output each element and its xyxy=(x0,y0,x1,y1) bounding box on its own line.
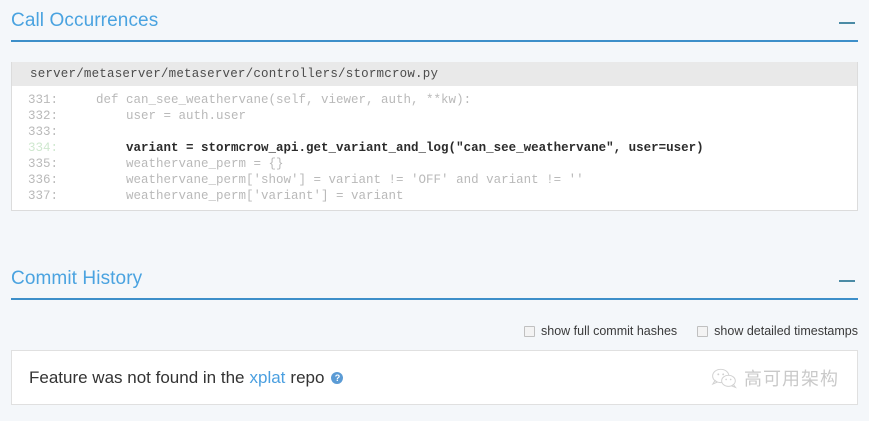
collapse-toggle-commit-history[interactable] xyxy=(839,277,857,291)
code-line-number: 335: xyxy=(27,157,58,171)
code-line-text: weathervane_perm = {} xyxy=(66,157,284,171)
code-line-number: 336: xyxy=(27,173,58,187)
watermark-text: 高可用架构 xyxy=(744,368,839,390)
not-found-message-box: Feature was not found in the xplat repo … xyxy=(11,350,858,405)
commit-history-options: show full commit hashes show detailed ti… xyxy=(524,324,858,338)
code-line-number: 331: xyxy=(27,93,58,107)
section-title-commit-history: Commit History xyxy=(11,268,143,289)
code-line-row: 337: weathervane_perm['variant'] = varia… xyxy=(12,188,857,204)
code-line-row: 333: xyxy=(12,124,857,140)
wechat-logo-icon xyxy=(711,368,737,389)
code-line-row: 332: user = auth.user xyxy=(12,108,857,124)
checkbox-label-show-detailed-timestamps[interactable]: show detailed timestamps xyxy=(714,324,858,338)
code-line-number: 332: xyxy=(27,109,58,123)
checkbox-label-show-full-commit-hashes[interactable]: show full commit hashes xyxy=(541,324,678,338)
code-line-number: 334: xyxy=(27,141,58,155)
page-title: Call Occurrences xyxy=(11,10,159,31)
code-line-text xyxy=(66,124,857,140)
code-panel: server/metaserver/metaserver/controllers… xyxy=(11,62,858,211)
code-line-row: 335: weathervane_perm = {} xyxy=(12,156,857,172)
code-file-path: server/metaserver/metaserver/controllers… xyxy=(12,62,857,86)
code-line-text: weathervane_perm['show'] = variant != 'O… xyxy=(66,173,584,187)
code-line-text: weathervane_perm['variant'] = variant xyxy=(66,189,404,203)
code-line-number: 337: xyxy=(27,189,58,203)
checkbox-show-detailed-timestamps[interactable] xyxy=(697,325,709,337)
code-line-list[interactable]: 331: def can_see_weathervane(self, viewe… xyxy=(12,86,857,210)
repo-link-xplat[interactable]: xplat xyxy=(249,367,286,387)
option-show-detailed-timestamps[interactable]: show detailed timestamps xyxy=(697,324,858,338)
code-line-text: user = auth.user xyxy=(66,109,247,123)
not-found-prefix-text: Feature was not found in the xyxy=(29,367,245,387)
collapse-toggle-call-occurrences[interactable] xyxy=(839,19,857,33)
not-found-suffix-text: repo xyxy=(290,367,325,387)
code-line-row: 331: def can_see_weathervane(self, viewe… xyxy=(12,92,857,108)
section-header-call-occurrences: Call Occurrences xyxy=(11,8,858,42)
code-line-row-highlighted: 334: variant = stormcrow_api.get_variant… xyxy=(12,140,857,156)
code-line-text: variant = stormcrow_api.get_variant_and_… xyxy=(66,141,704,155)
minus-icon xyxy=(839,280,855,282)
minus-icon xyxy=(839,22,855,24)
question-mark-icon[interactable]: ? xyxy=(331,371,344,384)
option-show-full-commit-hashes[interactable]: show full commit hashes xyxy=(524,324,677,338)
code-line-number: 333: xyxy=(27,125,58,139)
watermark: 高可用架构 xyxy=(711,365,839,391)
checkbox-show-full-commit-hashes[interactable] xyxy=(524,325,535,337)
code-line-row: 336: weathervane_perm['show'] = variant … xyxy=(12,172,857,188)
code-line-text: def can_see_weathervane(self, viewer, au… xyxy=(66,93,472,107)
section-header-commit-history: Commit History xyxy=(11,266,858,300)
not-found-message: Feature was not found in the xplat repo … xyxy=(29,367,344,388)
